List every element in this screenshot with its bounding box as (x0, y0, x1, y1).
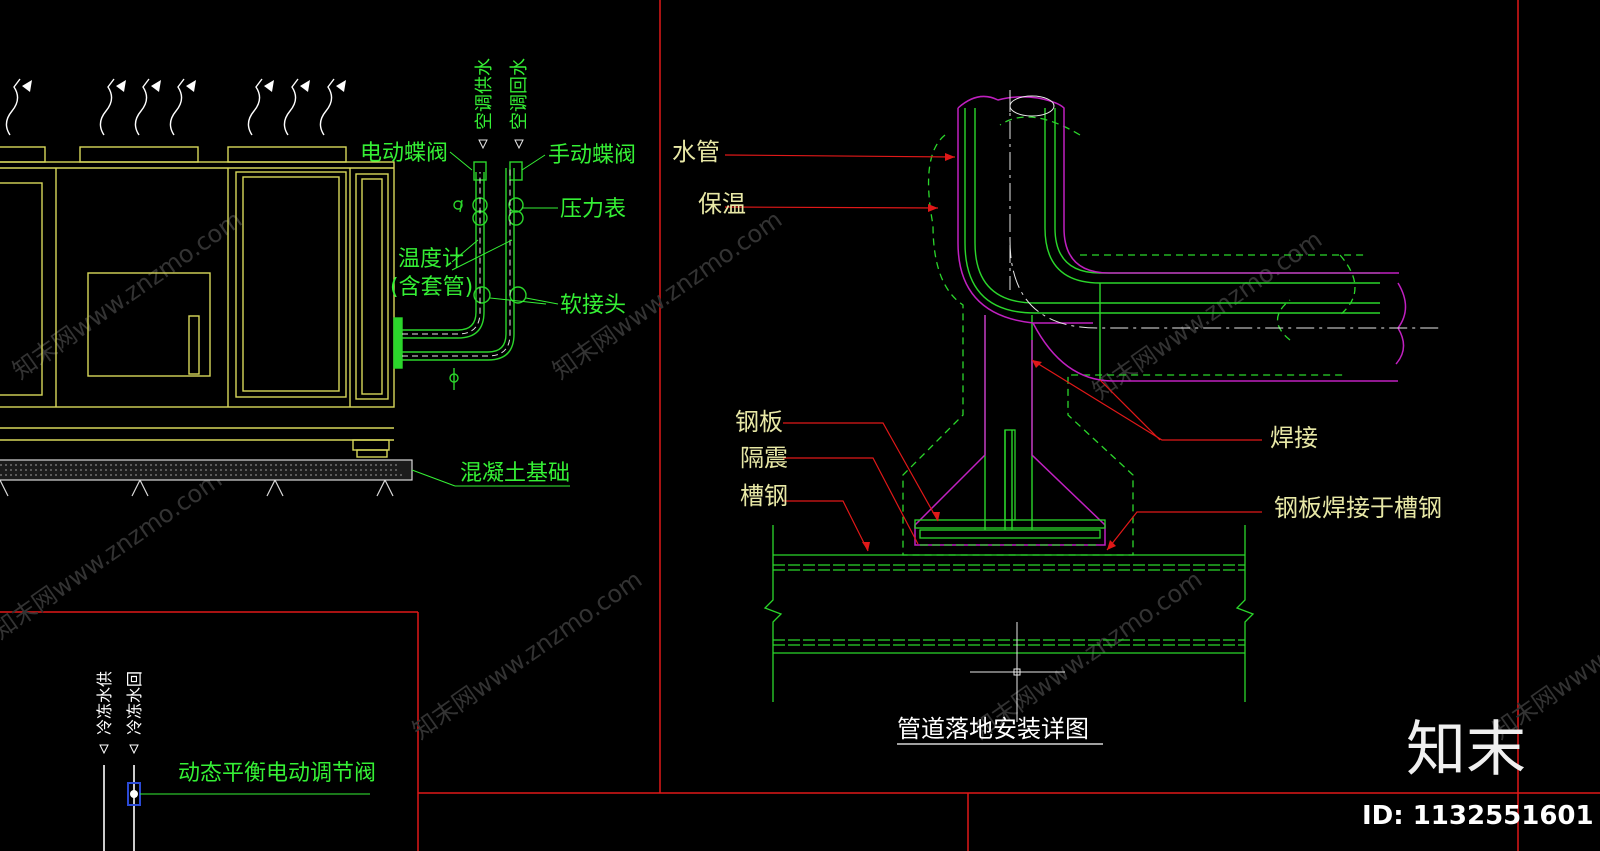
insulation-label: 保温 (698, 190, 746, 218)
brand-logo: 知末 (1406, 715, 1526, 785)
steel-plate-label: 钢板 (735, 408, 783, 436)
brand-id: ID: 1132551601 (1362, 801, 1594, 831)
pressure-gauge-label: 压力表 (560, 197, 626, 222)
water-pipe-label: 水管 (672, 138, 720, 166)
svg-text:知末网www.znzmo.com: 知末网www.znzmo.com (1087, 225, 1327, 405)
svg-text:知末网www.znzmo.com: 知末网www.znzmo.com (7, 205, 247, 385)
pipe-insulation (914, 95, 1407, 546)
chilled-water-pipes (393, 161, 527, 390)
exhaust-arrowheads (22, 80, 346, 92)
flexible-joint-label: 软接头 (560, 293, 626, 318)
pipe-highlight (402, 168, 511, 357)
thermometer-label: 温度计 (398, 247, 464, 272)
manual-butterfly-valve-label: 手动蝶阀 (548, 143, 636, 168)
balance-valve-icon (127, 782, 370, 806)
detail-leader-arrows (862, 153, 1116, 551)
concrete-base-label: 混凝土基础 (460, 461, 570, 486)
air-handling-unit (0, 146, 395, 458)
plate-welded-label: 钢板焊接于槽钢 (1274, 494, 1442, 522)
flow-arrow-icons (478, 139, 524, 150)
insulation-outline (902, 116, 1366, 556)
chilled-supply-label: 冷冻水供 (95, 671, 114, 735)
left-panel-labels: 空调供水 空调回水 电动蝶阀 手动蝶阀 压力表 温度计 (含套管) 软接头 混凝… (360, 58, 636, 486)
crosshair-icon (970, 622, 1065, 722)
welding-label: 焊接 (1270, 424, 1318, 452)
detail-leader-lines (724, 154, 1262, 552)
channel-steel-and-floor (763, 525, 1255, 702)
electric-butterfly-valve-label: 电动蝶阀 (360, 141, 448, 166)
vibration-isolation-label: 隔震 (740, 444, 788, 472)
chilled-return-label: 冷冻水回 (125, 671, 144, 735)
left-leader-lines (411, 151, 570, 487)
detail-labels: 水管 保温 焊接 钢板 隔震 槽钢 钢板焊接于槽钢 管道落地安装详图 (672, 138, 1442, 745)
exhaust-arrow-icons (5, 78, 335, 136)
supply-label: 空调供水 (474, 58, 495, 130)
svg-text:知末网www.znzmo.com: 知末网www.znzmo.com (0, 465, 227, 645)
balance-valve-label: 动态平衡电动调节阀 (178, 761, 376, 786)
svg-text:知末网www.znzmo.com: 知末网www.znzmo.com (407, 565, 647, 745)
channel-steel-label: 槽钢 (740, 482, 788, 510)
thermometer-sub-label: (含套管) (390, 275, 473, 300)
base-assembly (914, 429, 1106, 546)
lower-pipes (99, 744, 139, 851)
pipe-body (964, 108, 1380, 530)
pipe-section-ellipse (1009, 95, 1055, 117)
centerlines (1009, 90, 1443, 329)
return-label: 空调回水 (509, 58, 530, 130)
detail-title: 管道落地安装详图 (897, 715, 1089, 743)
